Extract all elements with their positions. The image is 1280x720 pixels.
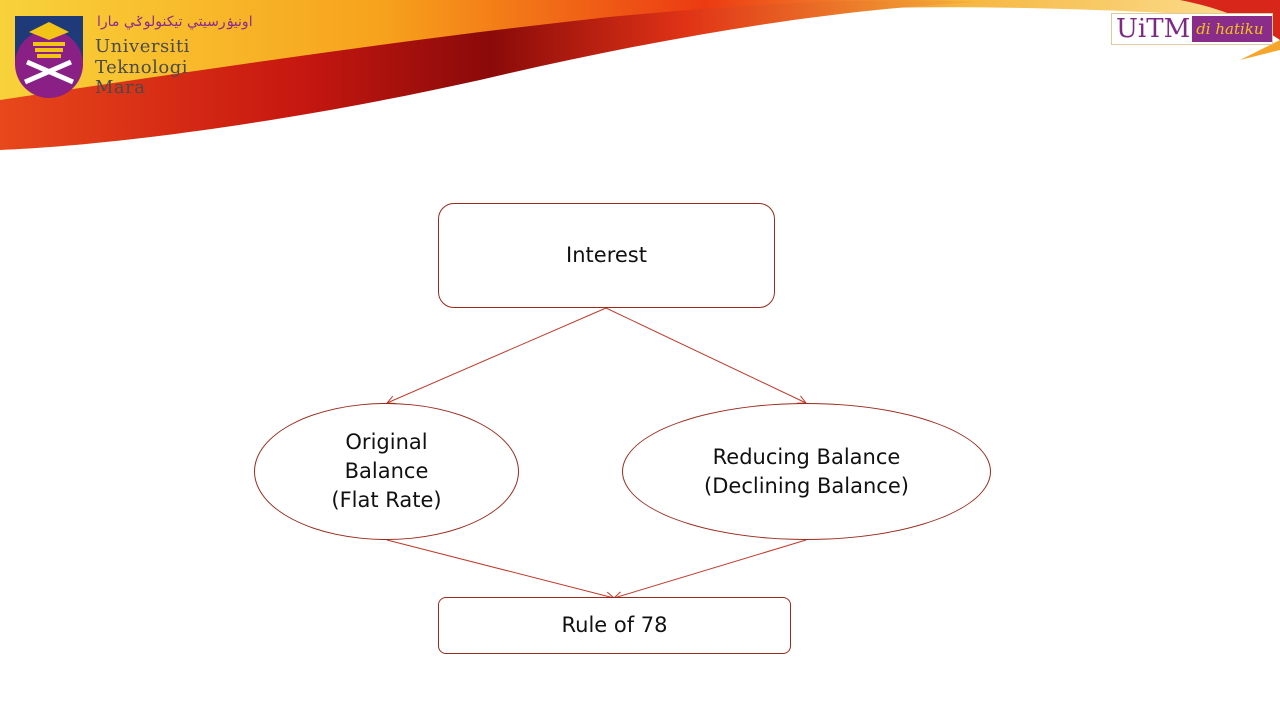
node-original-line-2: Balance xyxy=(344,459,429,483)
node-reducing-line-1: Reducing Balance xyxy=(712,444,901,469)
arrow-original-to-rule78 xyxy=(386,539,614,598)
logo-line-3: Mara xyxy=(95,77,146,98)
node-reducing-line-2: (Declining Balance) xyxy=(704,473,909,498)
node-original-balance: Original Balance (Flat Rate) xyxy=(254,403,519,540)
logo-line-1: Universiti xyxy=(95,36,190,57)
uitm-brand-text: UiTM xyxy=(1116,14,1191,44)
node-reducing-balance: Reducing Balance (Declining Balance) xyxy=(622,403,991,540)
arrow-reducing-to-rule78 xyxy=(614,539,807,598)
arrow-interest-to-reducing xyxy=(605,307,806,403)
logo-arabic-text: اونيۏرسيتي تيكنولوݢي مارا xyxy=(97,14,253,30)
node-original-line-3: (Flat Rate) xyxy=(331,488,442,512)
node-rule-of-78-label: Rule of 78 xyxy=(561,613,668,637)
header-swoosh-decoration xyxy=(0,0,1280,150)
node-rule-of-78: Rule of 78 xyxy=(438,597,791,654)
logo-line-2: Teknologi xyxy=(95,57,188,78)
node-original-line-1: Original xyxy=(345,430,428,454)
uitm-di-hatiku-logo: UiTM di hatiku xyxy=(1111,13,1273,45)
node-interest-label: Interest xyxy=(566,243,647,267)
uitm-tagline-text: di hatiku xyxy=(1192,16,1272,42)
university-crest-icon xyxy=(15,16,83,98)
node-interest: Interest xyxy=(438,203,775,308)
arrow-interest-to-original xyxy=(387,307,607,403)
